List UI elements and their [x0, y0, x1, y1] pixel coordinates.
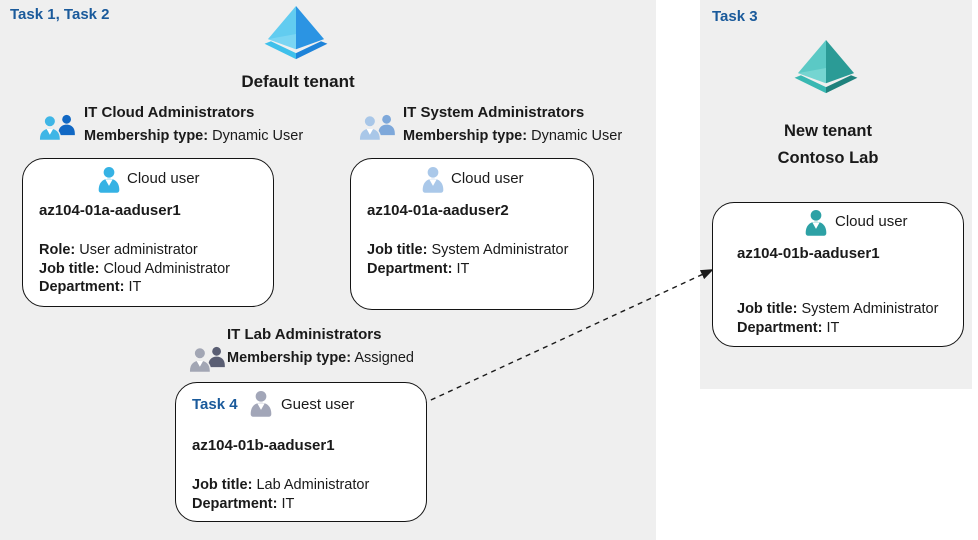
field-value: Lab Administrator — [256, 477, 370, 493]
new-tenant-title-line1: New tenant — [783, 122, 872, 140]
group-membership-system-admins: Membership type: Dynamic User — [403, 128, 622, 144]
task-4-label: Task 4 — [192, 396, 238, 413]
field-label: Department: — [39, 279, 125, 295]
field-label: Department: — [737, 319, 823, 336]
field-value: IT — [281, 495, 295, 512]
field-label: Role: — [39, 242, 76, 258]
user-card-new-tenant-aaduser1: Cloud user az104-01b-aaduser1 Job title:… — [712, 202, 964, 347]
user-card-aaduser1: Cloud user az104-01a-aaduser1 Role: User… — [22, 158, 274, 307]
membership-label: Membership type: — [403, 128, 528, 144]
username: az104-01b-aaduser1 — [737, 245, 880, 262]
user-type-label: Guest user — [281, 396, 355, 413]
field-department: Department: IT — [367, 260, 568, 279]
membership-value: Dynamic User — [531, 128, 623, 144]
new-tenant-title-line2: Contoso Lab — [777, 149, 879, 167]
username: az104-01a-aaduser2 — [367, 202, 509, 219]
user-type-label: Cloud user — [451, 170, 524, 187]
field-label: Job title: — [192, 477, 253, 493]
field-value: IT — [456, 260, 470, 277]
new-tenant-icon — [794, 39, 858, 94]
group-membership-lab-admins: Membership type: Assigned — [227, 350, 414, 366]
cloud-user-icon — [805, 209, 827, 236]
group-icon-lab-admins — [188, 346, 225, 374]
field-label: Job title: — [39, 260, 100, 277]
field-department: Department: IT — [737, 319, 938, 338]
user-fields: Job title: Lab Administrator Department:… — [192, 476, 369, 513]
field-value: User administrator — [79, 242, 198, 258]
field-role: Role: User administrator — [39, 241, 230, 260]
membership-value: Assigned — [354, 350, 414, 366]
membership-label: Membership type: — [84, 128, 209, 144]
group-icon-system-admins — [358, 114, 395, 142]
task-1-2-label: Task 1, Task 2 — [10, 6, 110, 23]
field-job-title: Job title: System Administrator — [367, 241, 568, 260]
cloud-user-icon — [422, 166, 444, 193]
cloud-user-icon — [98, 166, 120, 193]
user-fields: Job title: System Administrator Departme… — [737, 300, 938, 337]
field-value: System Administrator — [801, 301, 939, 317]
field-label: Job title: — [737, 301, 798, 317]
membership-value: Dynamic User — [212, 128, 304, 144]
user-card-aaduser2: Cloud user az104-01a-aaduser2 Job title:… — [350, 158, 594, 310]
field-job-title: Job title: Lab Administrator — [192, 476, 369, 495]
group-icon-cloud-admins — [38, 114, 75, 142]
field-label: Job title: — [367, 242, 428, 258]
group-membership-cloud-admins: Membership type: Dynamic User — [84, 128, 303, 144]
field-value: System Administrator — [431, 242, 569, 258]
user-fields: Role: User administrator Job title: Clou… — [39, 241, 230, 297]
user-type-label: Cloud user — [127, 170, 200, 187]
membership-label: Membership type: — [227, 350, 352, 366]
field-department: Department: IT — [192, 495, 369, 514]
field-label: Department: — [192, 495, 278, 512]
username: az104-01b-aaduser1 — [192, 437, 335, 454]
task-3-label: Task 3 — [712, 8, 758, 25]
field-job-title: Job title: Cloud Administrator — [39, 260, 230, 279]
guest-user-card-aaduser1: Task 4 Guest user az104-01b-aaduser1 Job… — [175, 382, 427, 522]
field-value: IT — [826, 319, 840, 336]
user-fields: Job title: System Administrator Departme… — [367, 241, 568, 278]
field-job-title: Job title: System Administrator — [737, 300, 938, 319]
group-name-system-admins: IT System Administrators — [403, 104, 585, 121]
group-name-lab-admins: IT Lab Administrators — [227, 326, 382, 343]
default-tenant-icon — [264, 5, 328, 60]
field-value: Cloud Administrator — [103, 260, 230, 277]
field-label: Department: — [367, 260, 453, 277]
field-department: Department: IT — [39, 278, 230, 297]
username: az104-01a-aaduser1 — [39, 202, 181, 219]
user-type-label: Cloud user — [835, 213, 908, 230]
group-name-cloud-admins: IT Cloud Administrators — [84, 104, 255, 121]
guest-user-icon — [250, 390, 272, 417]
field-value: IT — [128, 279, 142, 295]
default-tenant-title: Default tenant — [241, 72, 355, 91]
